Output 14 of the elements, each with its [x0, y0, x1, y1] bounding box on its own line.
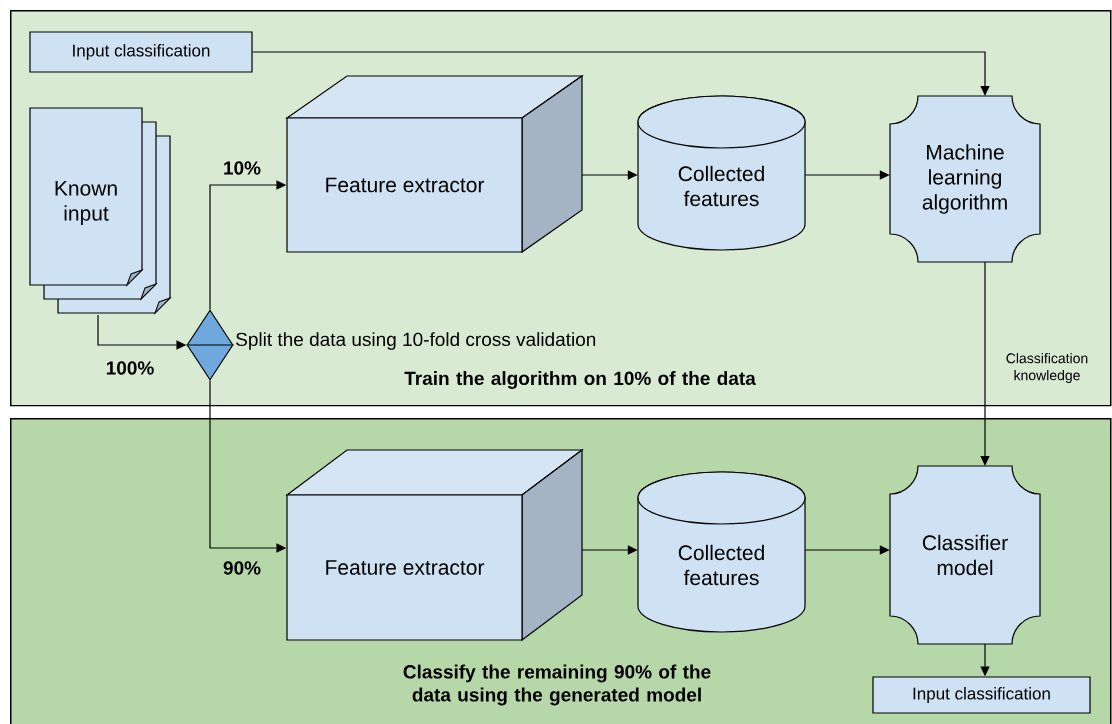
edge-label: 10%	[224, 161, 261, 175]
edge-label: 100%	[106, 361, 154, 375]
arrow	[980, 261, 990, 466]
database-cylinder: Collected features	[637, 471, 806, 633]
annotation: Split the data using 10-fold cross validation	[236, 332, 596, 350]
database-cylinder: Collected features	[637, 95, 806, 251]
label-box: Input classification	[29, 31, 253, 73]
edge-label: Classification knowledge	[1006, 353, 1088, 384]
label-box: Input classification	[872, 676, 1091, 714]
process-card: Machine learning algorithm	[889, 95, 1041, 263]
document-stack: Known input	[29, 107, 171, 314]
arrow	[252, 51, 990, 96]
process-card: Classifier model	[889, 465, 1041, 645]
edge-label: 90%	[223, 561, 261, 575]
